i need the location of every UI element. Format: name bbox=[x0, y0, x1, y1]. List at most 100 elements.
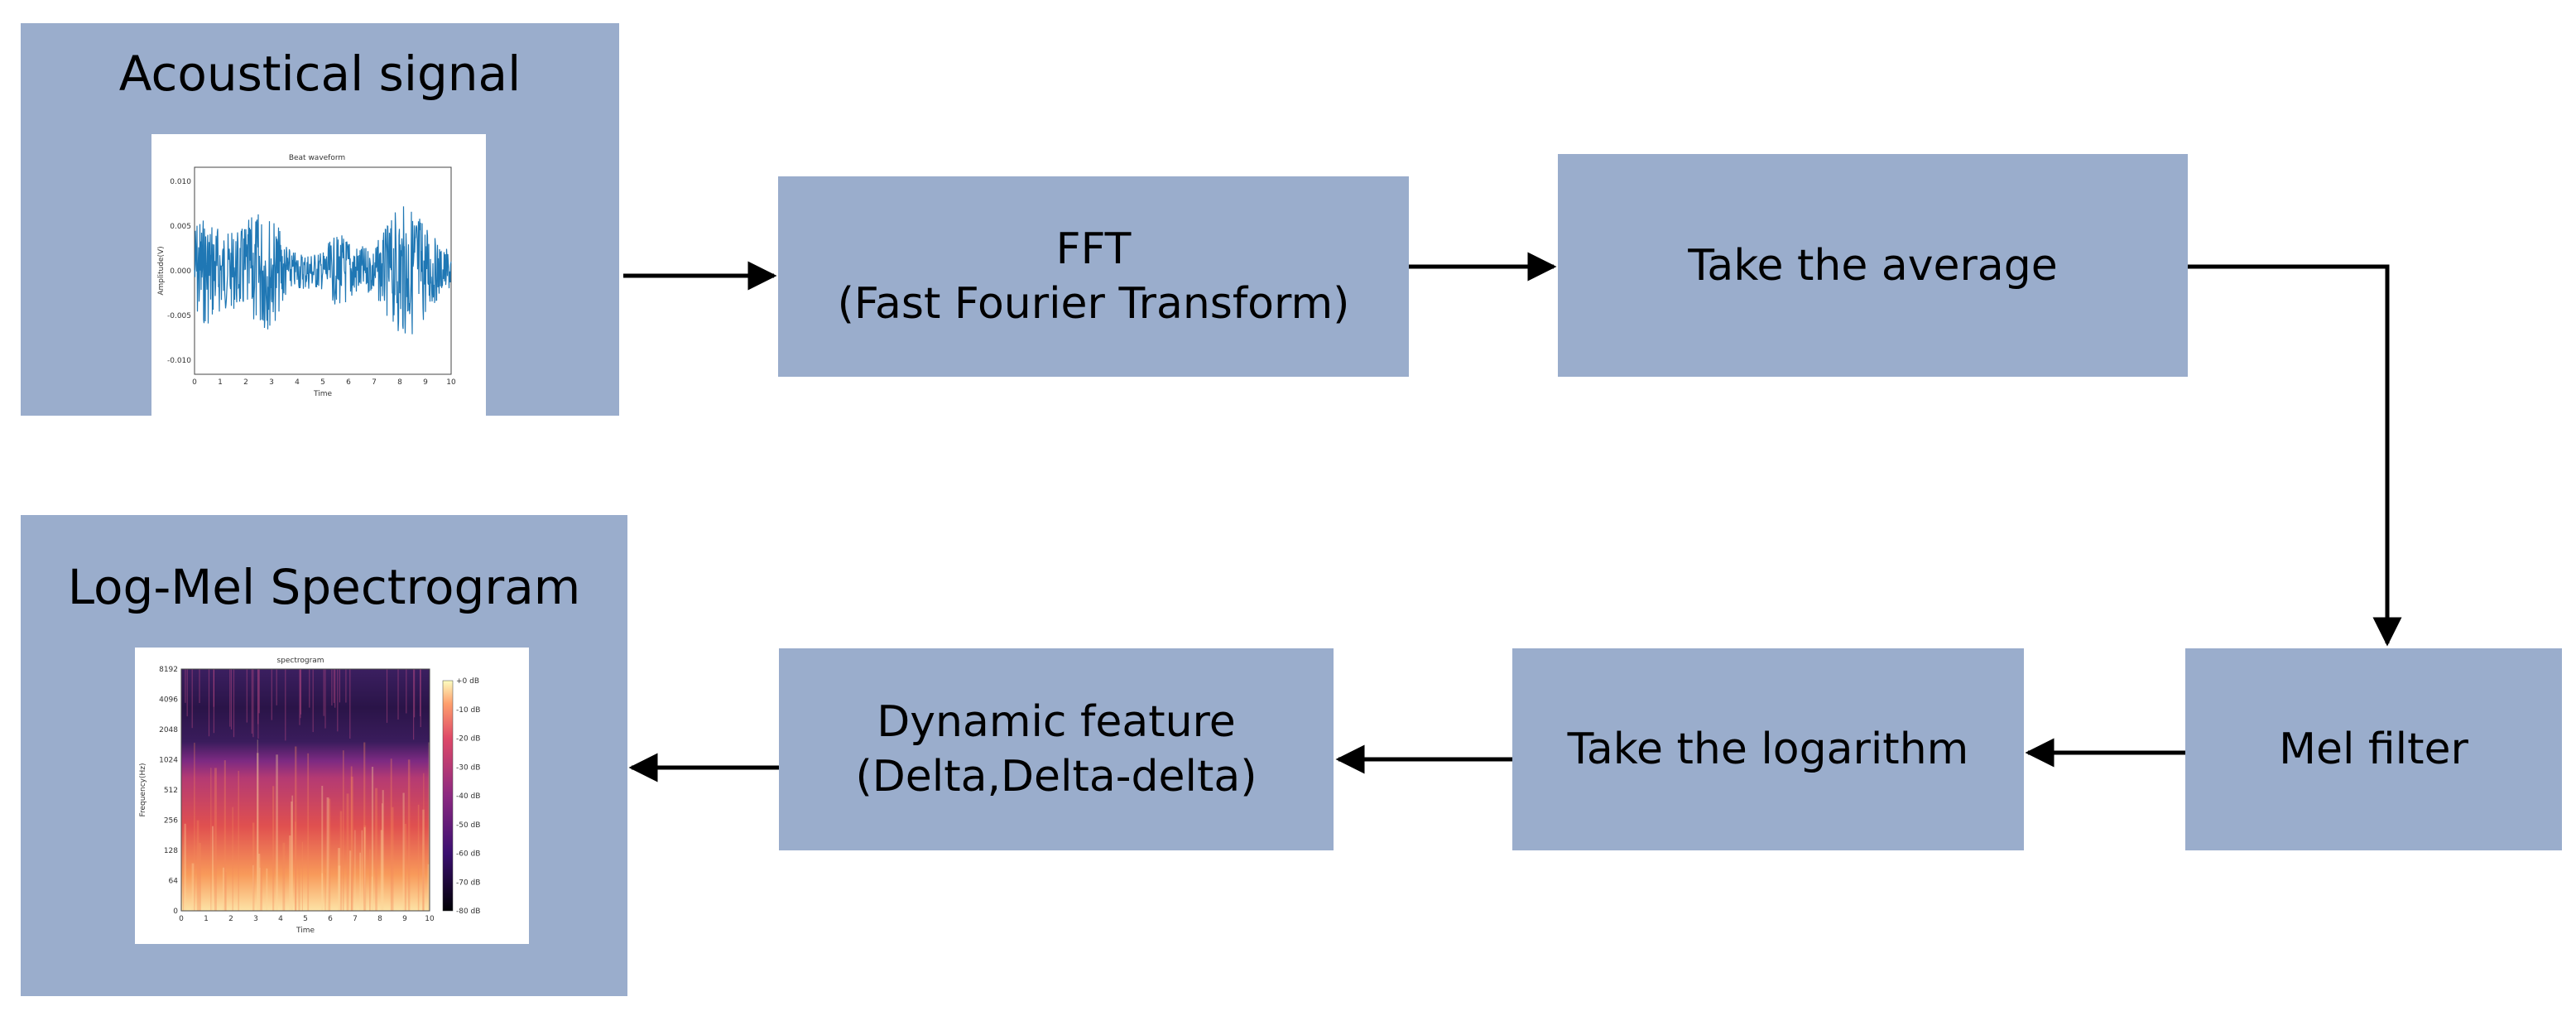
spectrogram-y-label: Frequency(Hz) bbox=[139, 763, 147, 816]
spectrogram-streak bbox=[299, 669, 300, 725]
spectrogram-streak bbox=[184, 823, 186, 911]
waveform-x-tick: 2 bbox=[243, 378, 248, 387]
spectrogram-streak bbox=[223, 760, 226, 911]
fft-sublabel: (Fast Fourier Transform) bbox=[837, 279, 1350, 329]
spectrogram-streak bbox=[252, 864, 254, 911]
log-mel-spectrogram-title: Log-Mel Spectrogram bbox=[67, 559, 581, 615]
spectrogram-x-tick: 7 bbox=[353, 915, 358, 923]
spectrogram-streak bbox=[300, 669, 301, 715]
spectrogram-streak bbox=[349, 669, 351, 739]
spectrogram-streak bbox=[331, 669, 333, 705]
acoustical-signal-title: Acoustical signal bbox=[118, 46, 521, 102]
spectrogram-colorbar bbox=[442, 680, 454, 912]
spectrogram-streak bbox=[350, 776, 353, 911]
spectrogram-streak bbox=[414, 669, 416, 718]
spectrogram-x-label: Time bbox=[296, 927, 315, 935]
spectrogram-y-tick: 256 bbox=[164, 817, 178, 826]
spectrogram-x-tick: 8 bbox=[377, 915, 382, 923]
colorbar-tick: -60 dB bbox=[456, 850, 480, 859]
colorbar-tick: -70 dB bbox=[456, 879, 480, 887]
spectrogram-streak bbox=[324, 872, 326, 911]
colorbar-tick: -80 dB bbox=[456, 908, 480, 916]
spectrogram-y-tick: 64 bbox=[169, 878, 179, 886]
spectrogram-streak bbox=[363, 825, 367, 911]
spectrogram-x-tick: 5 bbox=[303, 915, 308, 923]
spectrogram-streak bbox=[233, 669, 235, 738]
spectrogram-streak bbox=[252, 822, 255, 911]
spectrogram-y-tick: 128 bbox=[164, 847, 178, 855]
spectrogram-streak bbox=[214, 768, 217, 911]
spectrogram-streak bbox=[258, 669, 260, 714]
waveform-line bbox=[194, 206, 452, 335]
spectrogram-streak bbox=[350, 766, 353, 911]
spectrogram-streak bbox=[413, 669, 415, 740]
spectrogram-streak bbox=[246, 669, 248, 723]
dynamic-feature-label: Dynamic feature bbox=[877, 697, 1236, 747]
spectrogram-streak bbox=[312, 669, 314, 733]
spectrogram-y-tick: 2048 bbox=[159, 726, 178, 734]
spectrogram-streak bbox=[252, 669, 254, 738]
spectrogram-streak bbox=[230, 669, 233, 729]
waveform-y-tick: -0.010 bbox=[167, 357, 191, 365]
spectrogram-streak bbox=[196, 820, 199, 911]
spectrogram-streak bbox=[199, 842, 201, 911]
spectrogram-streak bbox=[229, 669, 231, 727]
spectrogram-streak bbox=[338, 848, 340, 911]
spectrogram-streak bbox=[222, 867, 225, 911]
spectrogram-streak bbox=[339, 811, 343, 911]
fft-label: FFT bbox=[1055, 224, 1132, 274]
spectrogram-streak bbox=[289, 835, 291, 911]
spectrogram-streak bbox=[326, 797, 329, 911]
spectrogram-chart: spectrogram 8192409620481024512256128640… bbox=[139, 657, 480, 935]
waveform-x-tick: 7 bbox=[372, 378, 377, 387]
spectrogram-colorbar-ticks: +0 dB-10 dB-20 dB-30 dB-40 dB-50 dB-60 d… bbox=[456, 677, 480, 916]
spectrogram-streak bbox=[422, 845, 425, 911]
spectrogram-streak bbox=[186, 669, 188, 717]
spectrogram-streak bbox=[194, 742, 195, 911]
fft-box: FFT (Fast Fourier Transform) bbox=[778, 176, 1409, 377]
spectrogram-streak bbox=[272, 786, 275, 911]
spectrogram-streak bbox=[423, 773, 425, 911]
spectrogram-streak bbox=[307, 753, 310, 911]
spectrogram-x-tick: 1 bbox=[204, 915, 209, 923]
spectrogram-streak bbox=[375, 787, 377, 911]
spectrogram-streak bbox=[422, 809, 425, 911]
spectrogram-y-tick: 4096 bbox=[159, 696, 178, 705]
spectrogram-streak bbox=[238, 770, 239, 911]
waveform-y-tick: 0.005 bbox=[170, 223, 191, 231]
spectrogram-x-tick: 2 bbox=[228, 915, 233, 923]
colorbar-tick: -20 dB bbox=[456, 735, 480, 744]
waveform-plot-title: Beat waveform bbox=[289, 154, 345, 162]
colorbar-tick: -40 dB bbox=[456, 792, 480, 801]
spectrogram-streak bbox=[276, 754, 278, 911]
spectrogram-y-tick: 8192 bbox=[159, 666, 178, 674]
waveform-x-tick: 10 bbox=[446, 378, 456, 387]
spectrogram-streak bbox=[354, 830, 356, 911]
colorbar-tick: +0 dB bbox=[456, 677, 479, 686]
spectrogram-x-tick: 10 bbox=[425, 915, 435, 923]
spectrogram-x-tick: 9 bbox=[402, 915, 407, 923]
log-mel-spectrogram-panel: Log-Mel Spectrogram bbox=[21, 515, 627, 996]
spectrogram-streak bbox=[257, 753, 259, 911]
colorbar-tick: -10 dB bbox=[456, 706, 480, 715]
waveform-y-tick: 0.000 bbox=[170, 267, 191, 276]
spectrogram-streak bbox=[349, 850, 352, 911]
spectrogram-streak bbox=[427, 864, 430, 911]
spectrogram-streak bbox=[225, 872, 227, 911]
spectrogram-streak bbox=[345, 669, 347, 703]
spectrogram-streak bbox=[338, 865, 341, 911]
take-logarithm-box: Take the logarithm bbox=[1512, 648, 2024, 850]
spectrogram-streak bbox=[363, 827, 366, 911]
spectrogram-streak bbox=[191, 863, 195, 911]
spectrogram-streak bbox=[337, 669, 339, 732]
spectrogram-streak bbox=[382, 790, 384, 911]
spectrogram-x-tick: 3 bbox=[253, 915, 258, 923]
spectrogram-streak bbox=[257, 669, 259, 725]
spectrogram-streak bbox=[309, 669, 310, 708]
spectrogram-streak bbox=[285, 669, 286, 741]
